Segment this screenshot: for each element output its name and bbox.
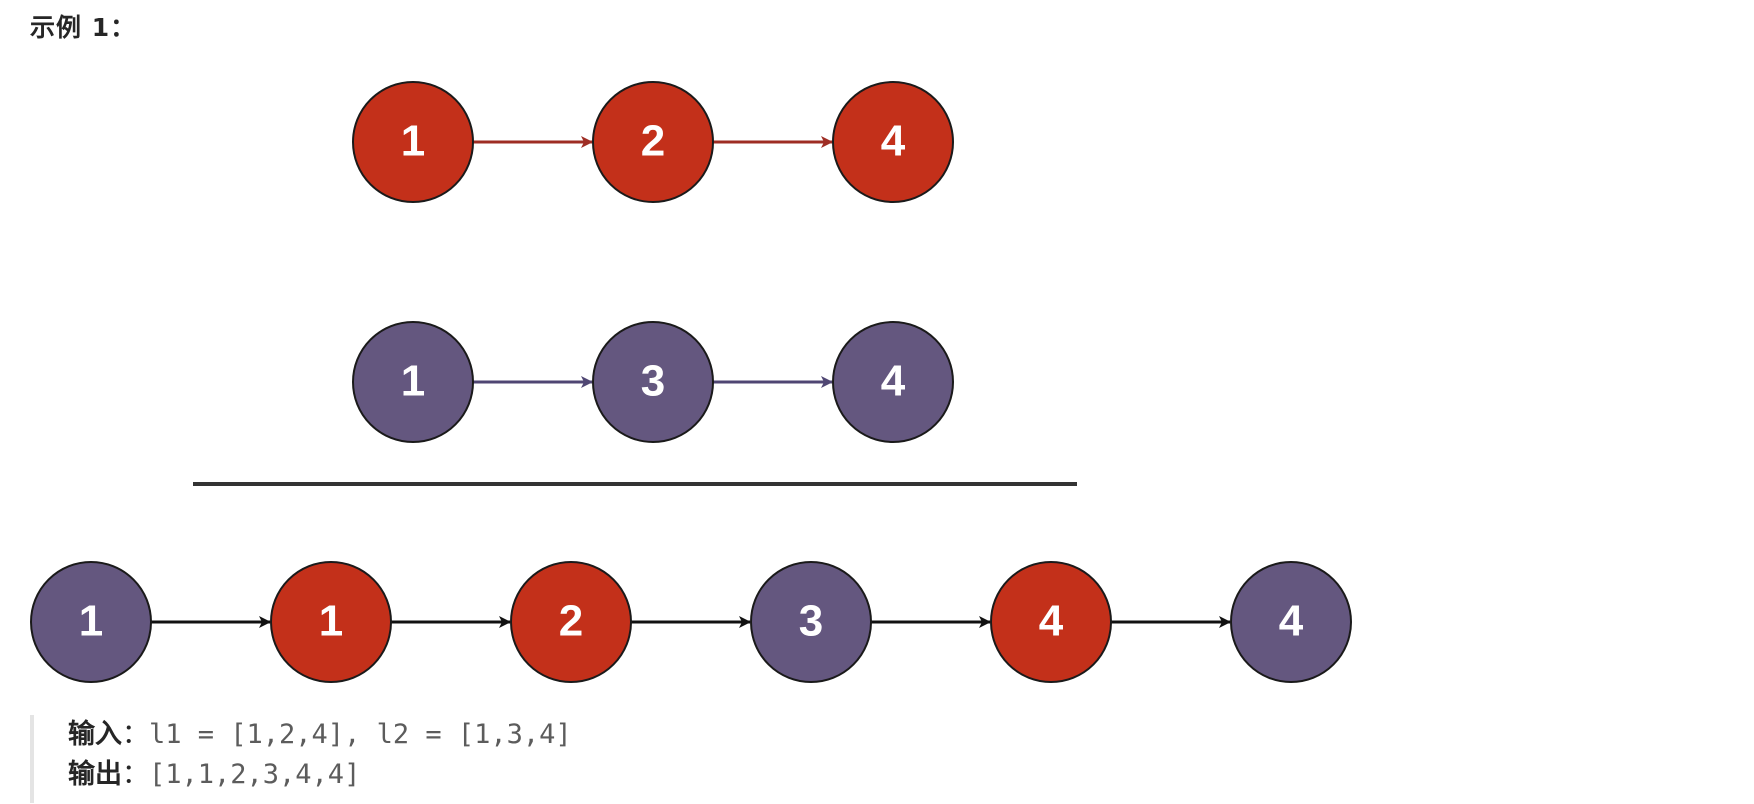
list2-node-label-2: 3 [641,357,665,406]
input-value: l1 = [1,2,4], l2 = [1,3,4] [149,719,572,750]
merged-node-3 [510,561,632,683]
list1-row: 1 2 4 [352,81,954,203]
list1-node-3 [832,81,954,203]
input-label: 输入 [68,719,122,750]
merged-node-label-4: 3 [799,597,823,646]
merged-node-4 [750,561,872,683]
merged-node-5 [990,561,1112,683]
merged-node-label-2: 1 [319,597,343,646]
merged-node-6 [1230,561,1352,683]
list2-node-3 [832,321,954,443]
merged-node-1 [30,561,152,683]
output-separator: ： [122,759,149,790]
merged-node-label-5: 4 [1039,597,1064,646]
list2-row: 1 3 4 [352,321,954,443]
merged-node-label-6: 4 [1279,597,1304,646]
list1-node-label-3: 4 [881,117,906,166]
output-label: 输出 [68,759,122,790]
list1-node-2 [592,81,714,203]
list2-node-2 [592,321,714,443]
list2-node-label-3: 4 [881,357,906,406]
list1-node-label-1: 1 [401,117,425,166]
output-value: [1,1,2,3,4,4] [149,759,361,790]
merged-node-label-1: 1 [79,597,103,646]
merged-node-label-3: 2 [559,597,583,646]
list2-node-label-1: 1 [401,357,425,406]
input-line: 输入：l1 = [1,2,4], l2 = [1,3,4] [68,715,930,755]
list1-node-label-2: 2 [641,117,665,166]
input-separator: ： [122,719,149,750]
list1-node-1 [352,81,474,203]
example-heading: 示例 1： [30,13,137,42]
linked-list-merge-diagram: 1 2 4 1 3 4 1 1 2 3 4 4 [30,81,1352,683]
merged-node-2 [270,561,392,683]
merged-list-row: 1 1 2 3 4 4 [30,561,1352,683]
list2-node-1 [352,321,474,443]
example-block: 输入：l1 = [1,2,4], l2 = [1,3,4] 输出：[1,1,2,… [30,715,930,803]
output-line: 输出：[1,1,2,3,4,4] [68,755,930,795]
